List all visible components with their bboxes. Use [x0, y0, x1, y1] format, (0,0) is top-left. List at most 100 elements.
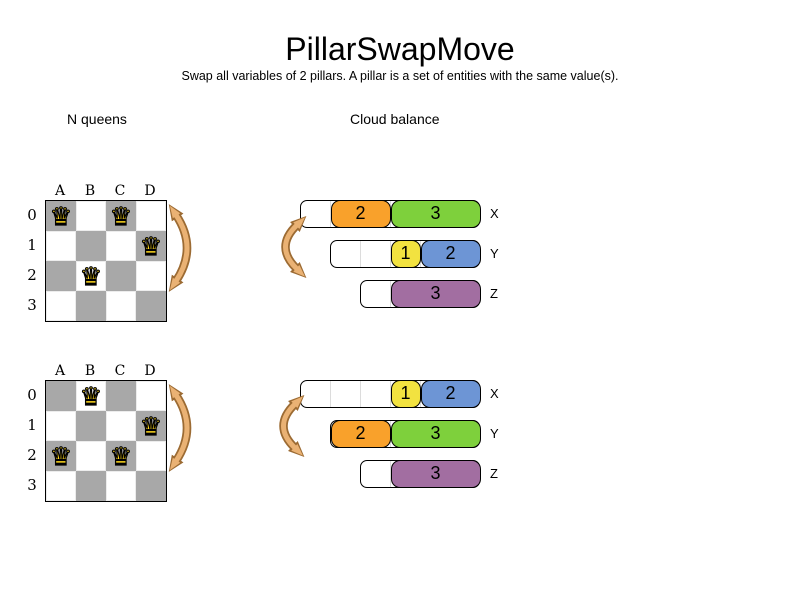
swap-arrow-icon [279, 395, 305, 457]
board-col-label: C [114, 183, 126, 199]
board-row-label: 2 [27, 446, 37, 464]
page-subtitle: Swap all variables of 2 pillars. A pilla… [181, 69, 619, 83]
board-row-label: 1 [27, 236, 37, 254]
board-cell [136, 471, 166, 501]
process-block-orange: 2 [330, 419, 391, 448]
process-block-purple: 3 [390, 459, 481, 488]
process-block-purple: 3 [390, 279, 481, 308]
board-cell: ♛ [136, 231, 166, 262]
queen-icon: ♛ [109, 201, 133, 231]
process-block-yellow: 1 [390, 239, 421, 268]
board-cell [46, 471, 76, 501]
queen-icon: ♛ [79, 381, 103, 411]
board-row-label: 3 [27, 476, 37, 494]
board-cell [136, 261, 166, 291]
board-col-label: A [54, 363, 66, 379]
computer-label: Z [490, 466, 498, 481]
board-cell [106, 471, 136, 501]
board-cell [106, 411, 136, 441]
board-cell [46, 411, 76, 441]
board-col-label: A [54, 183, 66, 199]
swap-arrow-icon [168, 204, 192, 292]
queen-icon: ♛ [49, 441, 73, 471]
board-col-label: B [84, 183, 96, 199]
computer-label: Y [490, 246, 499, 261]
board-col-label: C [114, 363, 126, 379]
nqueens-section-label: N queens [67, 111, 127, 127]
cloud-section-label: Cloud balance [350, 111, 440, 127]
board-cell: ♛ [76, 261, 106, 292]
swap-arrow-icon [168, 384, 192, 472]
board-cell [76, 411, 106, 441]
board-cell [76, 291, 106, 321]
board-col-label: D [144, 363, 156, 379]
process-list: 3 [390, 279, 481, 308]
process-block-blue: 2 [420, 239, 481, 268]
computer-label: Z [490, 286, 498, 301]
queen-icon: ♛ [139, 231, 163, 261]
board-cell: ♛ [136, 411, 166, 442]
board-cell [106, 261, 136, 291]
board-cell [136, 201, 166, 231]
computer-bar-z: 3 [360, 279, 481, 308]
board-cell [106, 381, 136, 411]
process-block-blue: 2 [420, 379, 481, 408]
process-block-yellow: 1 [390, 379, 421, 408]
page-title: PillarSwapMove [285, 31, 515, 67]
board-row-label: 0 [27, 206, 37, 224]
board-cell [46, 261, 76, 291]
board-cell [106, 291, 136, 321]
queen-icon: ♛ [139, 411, 163, 441]
board-cell: ♛ [46, 441, 76, 472]
board-cell [136, 381, 166, 411]
board-cell [76, 201, 106, 231]
queen-icon: ♛ [109, 441, 133, 471]
board-cell [46, 231, 76, 261]
queen-icon: ♛ [49, 201, 73, 231]
computer-label: Y [490, 426, 499, 441]
process-block-green: 3 [390, 199, 481, 228]
board-row-label: 1 [27, 416, 37, 434]
board-row-label: 2 [27, 266, 37, 284]
process-block-orange: 2 [330, 199, 391, 228]
swap-arrow-icon [281, 216, 307, 278]
board-cell: ♛ [46, 201, 76, 232]
computer-bar-z: 3 [360, 459, 481, 488]
board-row-label: 3 [27, 296, 37, 314]
board-cell [136, 291, 166, 321]
board-cell [76, 231, 106, 261]
computer-label: X [490, 206, 499, 221]
board-cell [136, 441, 166, 471]
board-cell [46, 381, 76, 411]
board-cell [76, 441, 106, 471]
process-list: 3 [390, 459, 481, 488]
board-cell [46, 291, 76, 321]
board-cell [76, 471, 106, 501]
chessboard-grid: ♛♛♛♛ [45, 380, 167, 502]
board-cell: ♛ [106, 201, 136, 232]
chessboard-grid: ♛♛♛♛ [45, 200, 167, 322]
board-cell [106, 231, 136, 261]
board-col-label: D [144, 183, 156, 199]
queen-icon: ♛ [79, 261, 103, 291]
board-cell: ♛ [106, 441, 136, 472]
board-cell: ♛ [76, 381, 106, 412]
process-block-green: 3 [390, 419, 481, 448]
